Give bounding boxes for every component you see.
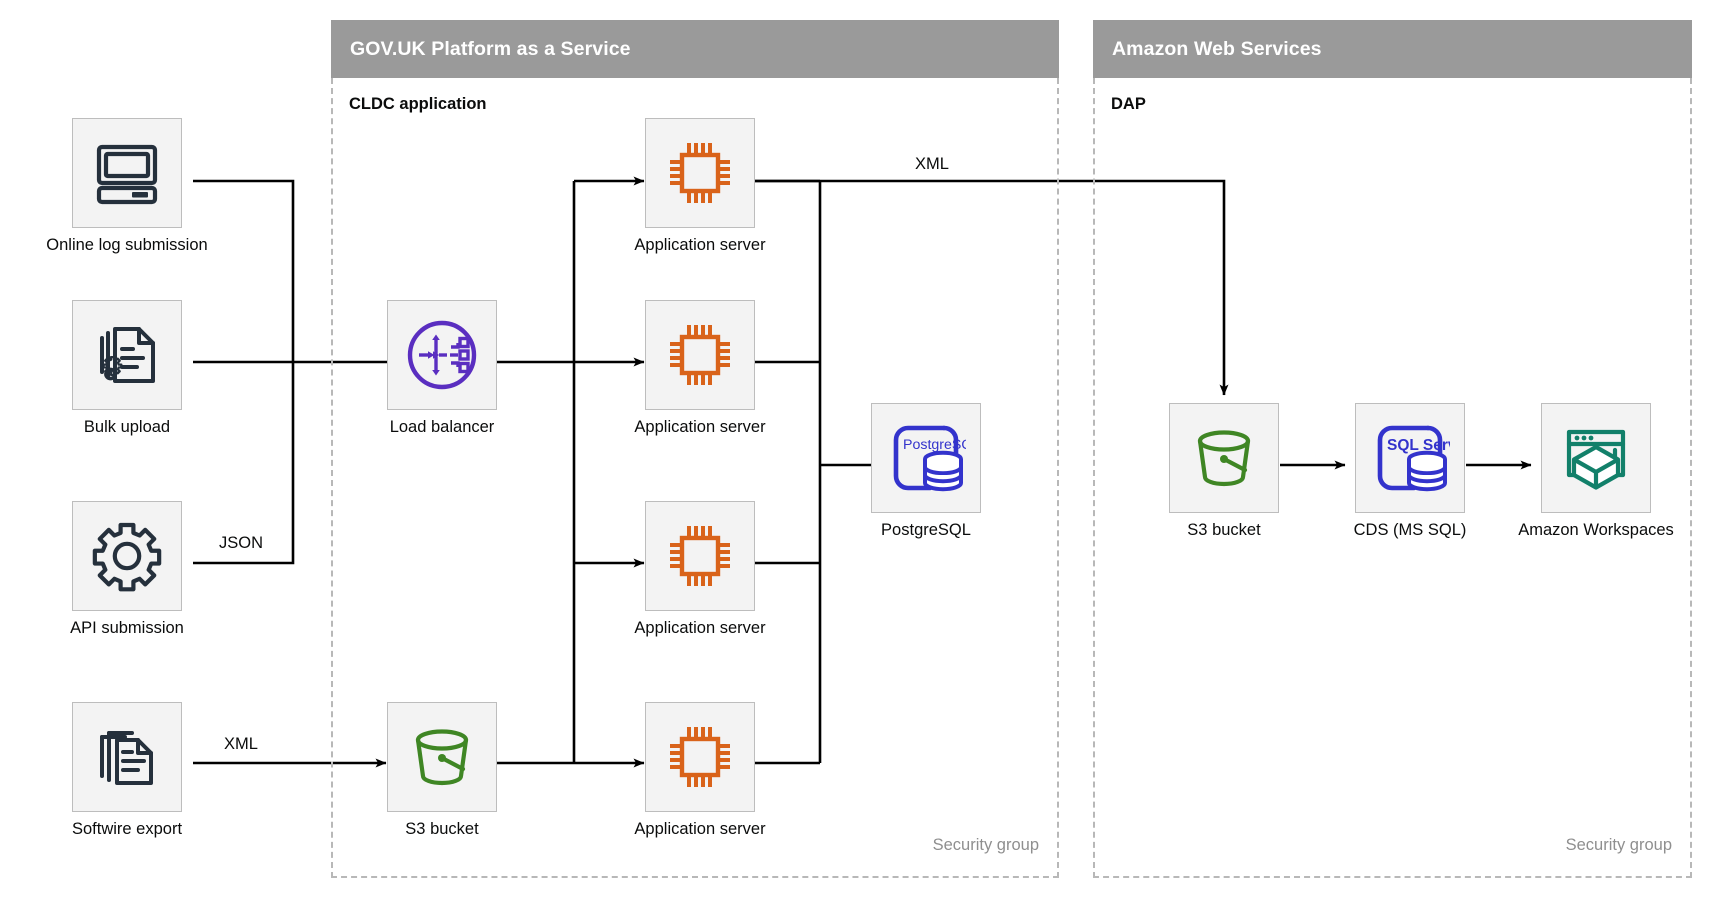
s3-bucket-icon bbox=[415, 729, 469, 786]
node-label-app-server-1: Application server bbox=[634, 236, 766, 254]
node-box-app-server-4 bbox=[645, 702, 755, 812]
node-load-balancer[interactable]: Load balancer bbox=[387, 300, 497, 436]
postgresql-icon: PostgreSQL bbox=[893, 425, 966, 492]
node-s3-bucket-paas[interactable]: S3 bucket bbox=[387, 702, 497, 838]
node-cds-ms-sql[interactable]: SQL Server CDS (MS SQL) bbox=[1354, 403, 1466, 539]
node-box-postgresql: PostgreSQL bbox=[871, 403, 981, 513]
node-box-cds-ms-sql: SQL Server bbox=[1355, 403, 1465, 513]
postgresql-wordmark: PostgreSQL bbox=[903, 437, 966, 453]
s3-bucket-handle-dot bbox=[438, 754, 446, 762]
load-balancer-icon bbox=[407, 320, 477, 390]
node-online-log-submission[interactable]: Online log submission bbox=[46, 118, 208, 254]
node-label-amazon-workspaces: Amazon Workspaces bbox=[1518, 521, 1674, 539]
cube-shape bbox=[1571, 444, 1621, 490]
node-label-s3-bucket-dap: S3 bucket bbox=[1187, 521, 1261, 539]
node-box-s3-bucket-paas bbox=[387, 702, 497, 812]
node-box-load-balancer bbox=[387, 300, 497, 410]
gear-icon bbox=[92, 522, 162, 592]
node-box-bulk-upload bbox=[72, 300, 182, 410]
zone-paas-title: GOV.UK Platform as a Service bbox=[350, 37, 631, 60]
zone-paas-footer: Security group bbox=[932, 836, 1039, 854]
wire-api-submission-to-bus bbox=[193, 362, 295, 565]
node-amazon-workspaces[interactable]: Amazon Workspaces bbox=[1518, 403, 1674, 539]
node-label-postgresql: PostgreSQL bbox=[881, 521, 971, 539]
workspaces-cube-icon bbox=[1566, 429, 1626, 490]
edge-label-json: JSON bbox=[218, 534, 264, 552]
node-app-server-3[interactable]: Application server bbox=[634, 501, 766, 637]
node-box-app-server-2 bbox=[645, 300, 755, 410]
edge-label-xml-in: XML bbox=[224, 735, 258, 753]
node-bulk-upload[interactable]: Bulk upload bbox=[72, 300, 182, 436]
zone-aws-footer: Security group bbox=[1565, 836, 1672, 854]
node-label-app-server-2: Application server bbox=[634, 418, 766, 436]
node-box-online-log-submission bbox=[72, 118, 182, 228]
node-label-online-log-submission: Online log submission bbox=[46, 236, 208, 254]
node-box-s3-bucket-dap bbox=[1169, 403, 1279, 513]
cpu-chip-icon bbox=[670, 727, 730, 787]
browser-dots bbox=[1574, 435, 1594, 441]
node-s3-bucket-dap[interactable]: S3 bucket bbox=[1169, 403, 1279, 539]
node-box-softwire-export bbox=[72, 702, 182, 812]
node-app-server-1[interactable]: Application server bbox=[634, 118, 766, 254]
node-label-s3-bucket-paas: S3 bucket bbox=[405, 820, 479, 838]
gear-hub bbox=[104, 367, 117, 381]
postgresql-database-cylinder bbox=[923, 450, 963, 492]
s3-bucket-icon bbox=[1197, 430, 1251, 487]
node-app-server-2[interactable]: Application server bbox=[634, 300, 766, 436]
node-postgresql[interactable]: PostgreSQL PostgreSQL bbox=[871, 403, 981, 539]
sql-server-wordmark: SQL Server bbox=[1387, 437, 1450, 454]
computer-led bbox=[132, 192, 148, 198]
zone-paas-body bbox=[331, 78, 1059, 878]
node-label-softwire-export: Softwire export bbox=[71, 820, 183, 838]
sql-server-icon: SQL Server bbox=[1377, 425, 1450, 492]
zone-paas-header: GOV.UK Platform as a Service bbox=[331, 20, 1059, 78]
zone-aws-title: Amazon Web Services bbox=[1112, 37, 1322, 60]
node-label-api-submission: API submission bbox=[70, 619, 184, 637]
zone-aws-body bbox=[1093, 78, 1692, 878]
node-label-bulk-upload: Bulk upload bbox=[83, 418, 171, 436]
zone-paas-subtitle: CLDC application bbox=[349, 95, 487, 113]
node-label-load-balancer: Load balancer bbox=[389, 418, 495, 436]
load-balancer-targets bbox=[458, 336, 470, 374]
node-app-server-4[interactable]: Application server bbox=[634, 702, 766, 838]
node-box-api-submission bbox=[72, 501, 182, 611]
wire-online-log-to-bus bbox=[193, 179, 295, 362]
node-label-app-server-4: Application server bbox=[634, 820, 766, 838]
cpu-chip-icon bbox=[670, 325, 730, 385]
s3-bucket-handle-dot bbox=[1220, 455, 1228, 463]
edge-label-xml-out: XML bbox=[915, 155, 949, 173]
node-box-amazon-workspaces bbox=[1541, 403, 1651, 513]
zone-aws-subtitle: DAP bbox=[1111, 95, 1146, 113]
node-box-app-server-1 bbox=[645, 118, 755, 228]
document-stack-icon bbox=[100, 731, 153, 785]
node-softwire-export[interactable]: Softwire export bbox=[72, 702, 182, 838]
zone-aws-header: Amazon Web Services bbox=[1093, 20, 1692, 78]
document-gear-icon bbox=[100, 327, 155, 383]
node-box-app-server-3 bbox=[645, 501, 755, 611]
cpu-chip-icon bbox=[670, 526, 730, 586]
cpu-chip-icon bbox=[670, 143, 730, 203]
desktop-computer-icon bbox=[96, 144, 158, 205]
node-label-cds-ms-sql: CDS (MS SQL) bbox=[1353, 521, 1467, 539]
sql-server-database-cylinder bbox=[1407, 450, 1447, 492]
node-api-submission[interactable]: API submission bbox=[70, 501, 184, 637]
load-balancer-arrowheads bbox=[428, 334, 440, 376]
node-label-app-server-3: Application server bbox=[634, 619, 766, 637]
